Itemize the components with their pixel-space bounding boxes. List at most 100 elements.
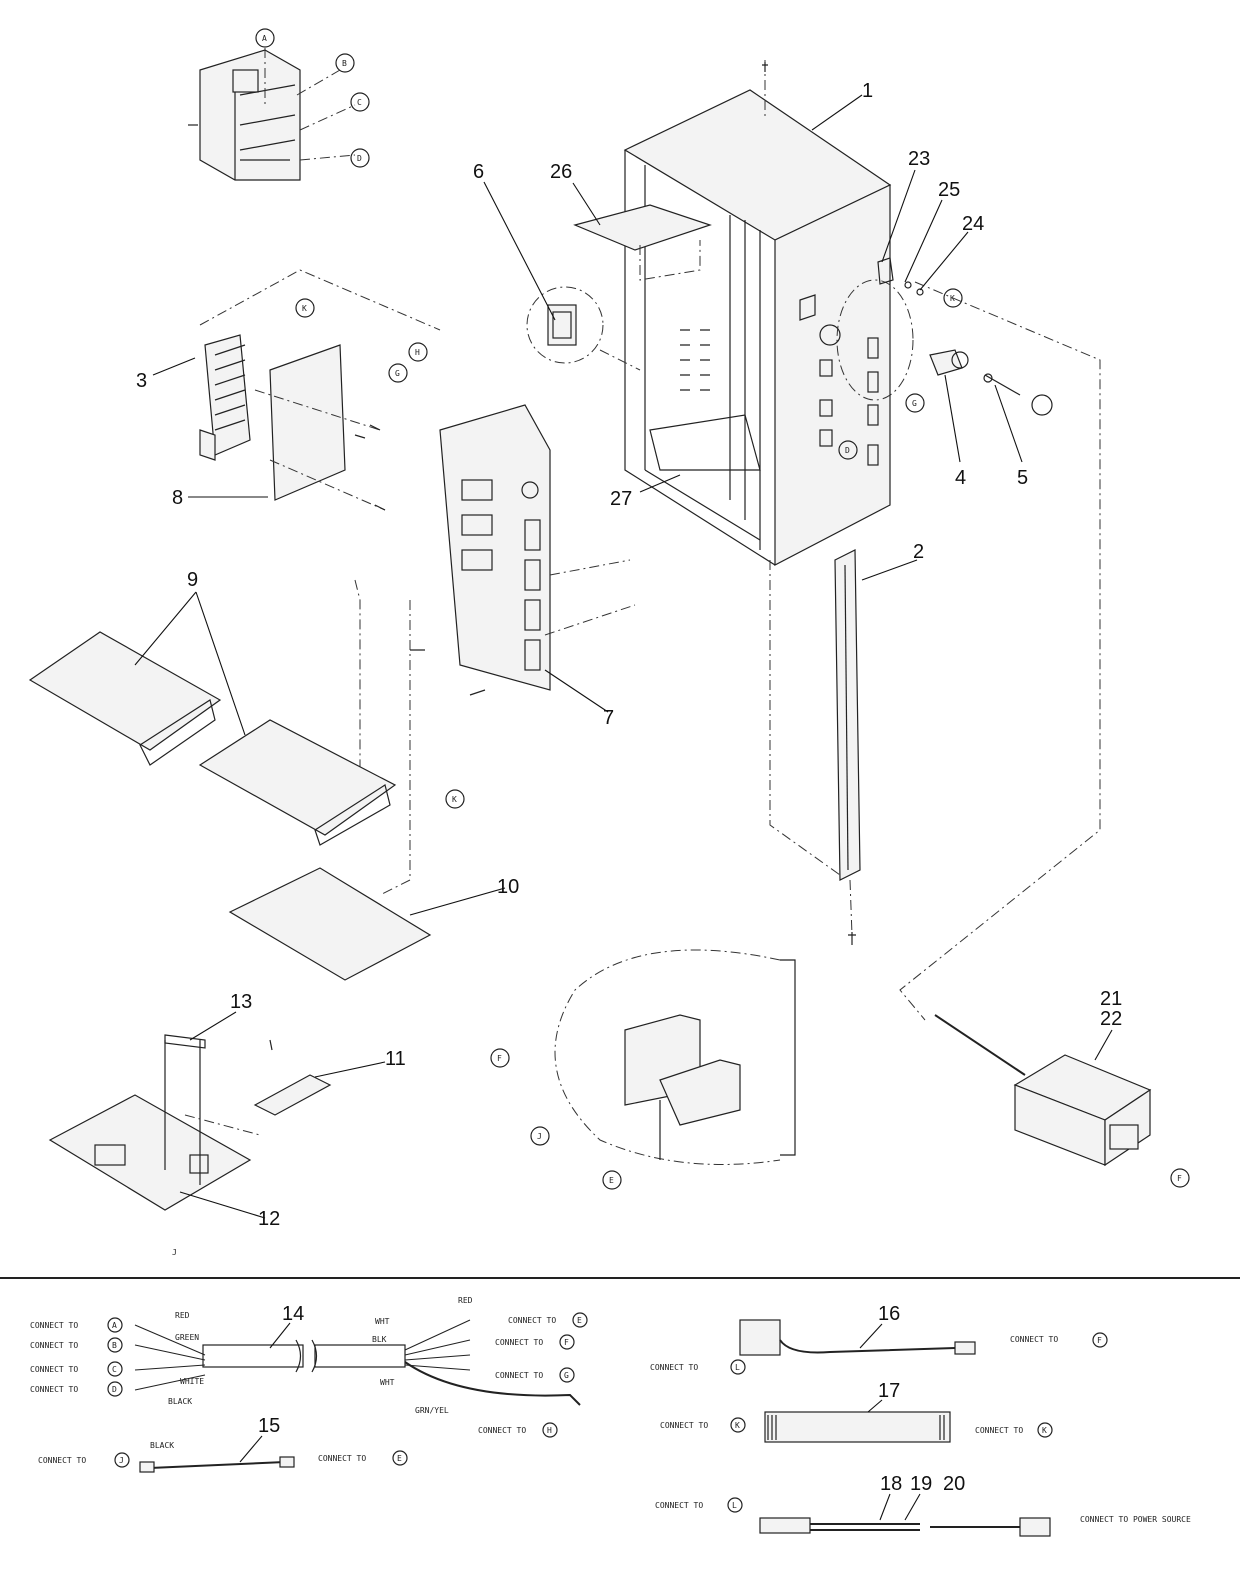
callout-23: 23 — [908, 148, 930, 170]
power-adapter — [934, 1014, 1152, 1167]
w14-right-grn: GRN/YEL — [415, 1406, 449, 1415]
circuit-board-12 — [48, 1040, 261, 1211]
w15-circle-e: E — [392, 1450, 408, 1466]
svg-text:A: A — [112, 1321, 117, 1330]
callout-18: 18 — [880, 1473, 902, 1495]
callout-14: 14 — [282, 1303, 304, 1325]
circuit-board-8 — [199, 269, 441, 511]
w15-black: BLACK — [150, 1441, 174, 1450]
w14-right-wh: WHT — [380, 1378, 395, 1387]
w14-circle-c: C — [107, 1361, 123, 1377]
connector-block-detail — [188, 48, 356, 181]
callout-5: 5 — [1017, 467, 1028, 489]
callout-10: 10 — [497, 876, 519, 898]
w15-connect-left: CONNECT TO — [38, 1456, 86, 1465]
callout-13: 13 — [230, 991, 252, 1013]
callout-12: 12 — [258, 1208, 280, 1230]
w17-connect-right: CONNECT TO — [975, 1426, 1023, 1435]
bracket-detail-circle — [554, 949, 796, 1165]
circuit-board-9-lower — [198, 719, 397, 846]
w14-right-wht: WHT — [375, 1317, 390, 1326]
svg-text:J: J — [537, 1132, 542, 1141]
circle-letter-g-board7: G — [388, 363, 408, 383]
svg-text:A: A — [262, 34, 267, 43]
bracket-11 — [253, 1039, 332, 1116]
svg-text:B: B — [342, 59, 347, 68]
w17-circle-r: K — [1037, 1422, 1053, 1438]
svg-text:K: K — [950, 294, 955, 303]
w16-connect-left: CONNECT TO — [650, 1363, 698, 1372]
svg-text:J: J — [119, 1456, 124, 1465]
svg-text:K: K — [452, 795, 457, 804]
svg-text:D: D — [357, 154, 362, 163]
leader-lines — [134, 94, 1113, 1219]
svg-text:K: K — [1042, 1426, 1047, 1435]
w14-circle-e: E — [572, 1312, 588, 1328]
callout-24: 24 — [962, 213, 984, 235]
w18-connect-left: CONNECT TO — [655, 1501, 703, 1510]
callout-2: 2 — [913, 541, 924, 563]
circle-letter-d: D — [350, 148, 370, 168]
w14-circle-a: A — [107, 1317, 123, 1333]
w18-connect-right: CONNECT TO POWER SOURCE — [1080, 1515, 1191, 1524]
w16-circle-r: F — [1092, 1332, 1108, 1348]
callout-27: 27 — [610, 488, 632, 510]
wire-harness-14 — [134, 1319, 581, 1406]
callout-17: 17 — [878, 1380, 900, 1402]
callout-4: 4 — [955, 467, 966, 489]
circle-letter-b: B — [335, 53, 355, 73]
w16-circle-l: L — [730, 1359, 746, 1375]
svg-text:C: C — [357, 98, 362, 107]
callout-15: 15 — [258, 1415, 280, 1437]
callout-20: 20 — [943, 1473, 965, 1495]
w14-green: GREEN — [175, 1333, 199, 1342]
circle-letter-d-side: D — [838, 440, 858, 460]
svg-text:K: K — [302, 304, 307, 313]
w14-circle-f: F — [559, 1334, 575, 1350]
circle-letter-k-board8: K — [295, 298, 315, 318]
mounting-rail — [769, 549, 861, 945]
w17-connect-left: CONNECT TO — [660, 1421, 708, 1430]
w14-circle-h: H — [542, 1422, 558, 1438]
w14-white: WHITE — [180, 1377, 204, 1386]
svg-text:G: G — [912, 399, 917, 408]
circle-letter-j-detail: J — [530, 1126, 550, 1146]
svg-text:F: F — [497, 1054, 502, 1063]
callout-16: 16 — [878, 1303, 900, 1325]
callout-21: 21 — [1100, 988, 1122, 1010]
circle-letter-k-side: K — [943, 288, 963, 308]
power-route-line — [899, 281, 1101, 1021]
callout-26: 26 — [550, 161, 572, 183]
side-fittings — [877, 257, 1053, 416]
svg-text:G: G — [564, 1371, 569, 1380]
w14-right-connect-3: CONNECT TO — [495, 1371, 543, 1380]
svg-text:L: L — [732, 1501, 737, 1510]
svg-text:B: B — [112, 1341, 117, 1350]
callout-7: 7 — [603, 707, 614, 729]
svg-text:F: F — [1177, 1174, 1182, 1183]
svg-text:F: F — [564, 1338, 569, 1347]
w14-red: RED — [175, 1311, 190, 1320]
circuit-board-10 — [228, 867, 432, 981]
w14-right-connect-2: CONNECT TO — [495, 1338, 543, 1347]
svg-text:D: D — [112, 1385, 117, 1394]
w14-connect-2: CONNECT TO — [30, 1341, 78, 1350]
w14-right-connect-4: CONNECT TO — [478, 1426, 526, 1435]
callout-6: 6 — [473, 161, 484, 183]
circle-letter-c: C — [350, 92, 370, 112]
circle-letter-h-board7: H — [408, 342, 428, 362]
wire-16 — [739, 1319, 976, 1356]
standoffs-13 — [164, 1034, 206, 1049]
callout-3: 3 — [136, 370, 147, 392]
w14-circle-b: B — [107, 1337, 123, 1353]
circle-letter-f-adapter: F — [1170, 1168, 1190, 1188]
callout-19: 19 — [910, 1473, 932, 1495]
wire-18-19-20 — [759, 1517, 1051, 1537]
circuit-board-9-upper — [28, 631, 222, 766]
circle-letter-k-board10: K — [445, 789, 465, 809]
callout-1: 1 — [862, 80, 873, 102]
svg-text:L: L — [735, 1363, 740, 1372]
wire-17 — [764, 1411, 951, 1443]
svg-text:C: C — [112, 1365, 117, 1374]
